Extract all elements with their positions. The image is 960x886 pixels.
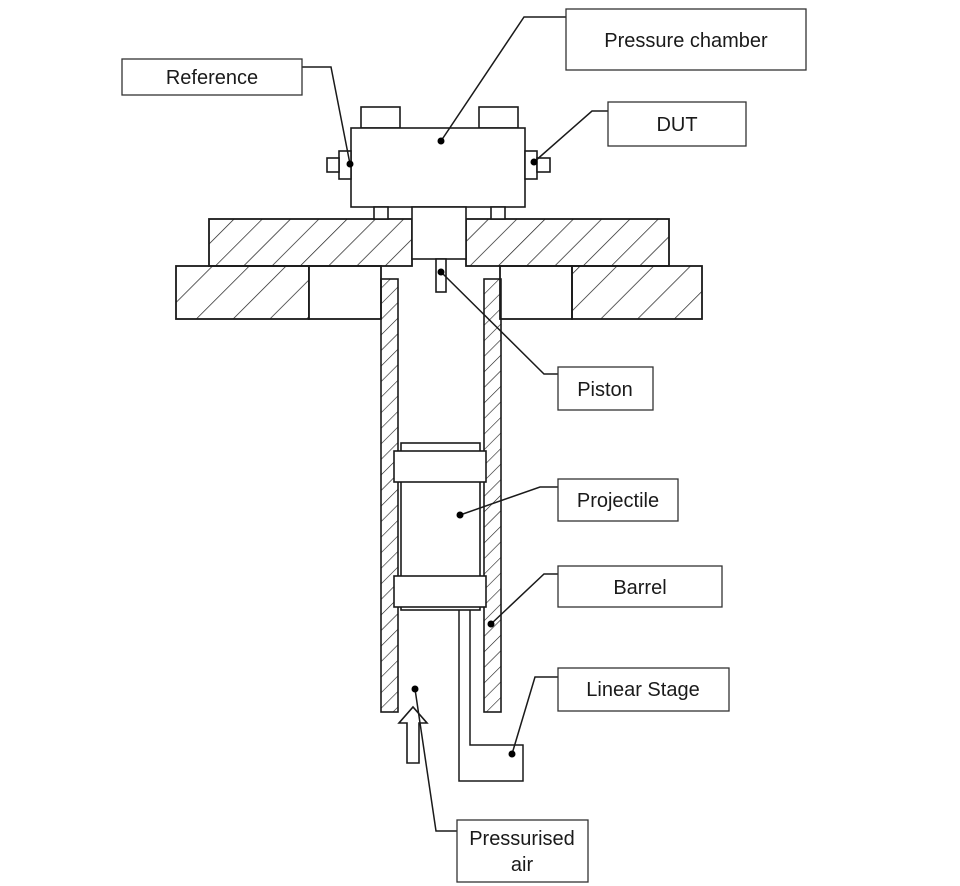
label-dut-text: DUT (656, 114, 697, 136)
pressurised-air-arrow (397, 705, 429, 764)
label-linear-stage: Linear Stage (557, 667, 730, 712)
linear-stage-rod (458, 610, 524, 782)
upper-plate (208, 218, 670, 267)
dut-sensor (524, 150, 551, 180)
label-projectile-text: Projectile (577, 490, 659, 512)
label-barrel: Barrel (557, 565, 723, 608)
label-piston-text: Piston (577, 379, 633, 401)
label-pressure-chamber-text: Pressure chamber (604, 30, 768, 52)
projectile-body (393, 442, 487, 611)
label-dut: DUT (607, 101, 747, 147)
label-projectile: Projectile (557, 478, 679, 522)
label-reference: Reference (121, 58, 303, 96)
leader-dots (346, 137, 538, 758)
label-pressurised-air: Pressurised air (456, 819, 589, 883)
label-barrel-text: Barrel (613, 577, 666, 599)
label-pressure-chamber: Pressure chamber (565, 8, 807, 71)
label-pressurised-air-line2: air (511, 854, 534, 876)
label-pressurised-air-line1: Pressurised (469, 828, 575, 850)
label-piston: Piston (557, 366, 654, 411)
label-reference-text: Reference (166, 67, 258, 89)
leader-lines (302, 16, 608, 832)
label-linear-stage-text: Linear Stage (586, 679, 699, 701)
